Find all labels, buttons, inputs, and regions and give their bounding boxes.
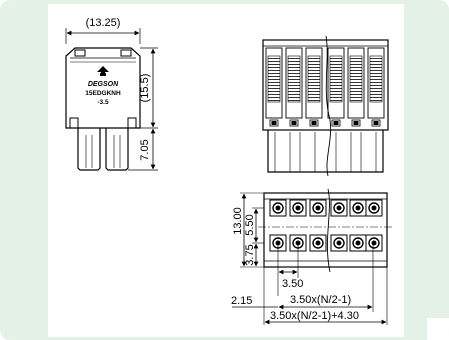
- solder-pad: [349, 234, 367, 252]
- offset-label: 2.15: [231, 295, 252, 307]
- solder-pad: [309, 234, 327, 252]
- pin-right: [105, 128, 129, 171]
- footprint-view: [232, 188, 392, 325]
- solder-pad: [349, 199, 367, 217]
- side-view-body: [262, 39, 389, 131]
- total-height-label: 13.00: [232, 207, 244, 235]
- terminal-module: [327, 47, 345, 127]
- span-label: 3.50x(N/2-1): [290, 294, 351, 306]
- lower-height-label: 3.75: [244, 244, 256, 265]
- terminal-module: [265, 47, 283, 127]
- upper-height-label: 5.50: [244, 214, 256, 235]
- solder-pad: [330, 234, 348, 252]
- pitch-label: 3.50: [282, 278, 303, 290]
- model-label: 15EDGKNH: [85, 90, 121, 97]
- terminal-module: [285, 47, 303, 127]
- solder-pad: [269, 199, 287, 217]
- solder-pad: [365, 199, 383, 217]
- height-label: (15.5): [139, 74, 151, 103]
- connector-body: [65, 47, 141, 129]
- solder-pad: [309, 199, 327, 217]
- pitch-marking: -3.5: [97, 99, 109, 106]
- solder-pad: [330, 199, 348, 217]
- degson-logo-icon: [97, 66, 109, 75]
- solder-pad: [289, 199, 307, 217]
- footprint-outline: [263, 192, 388, 268]
- side-view: [262, 35, 389, 177]
- pin-height-label: 7.05: [139, 139, 151, 160]
- width-label: (13.25): [86, 17, 121, 29]
- solder-pad: [365, 234, 383, 252]
- terminal-module: [347, 47, 365, 127]
- drawing-panel: [48, 4, 404, 337]
- front-view: [65, 28, 158, 171]
- terminal-module: [367, 47, 385, 127]
- pin-left: [77, 128, 101, 171]
- brand-label: DEGSON: [88, 81, 119, 88]
- total-width-label: 3.50x(N/2-1)+4.30: [270, 310, 359, 322]
- terminal-module: [305, 47, 323, 127]
